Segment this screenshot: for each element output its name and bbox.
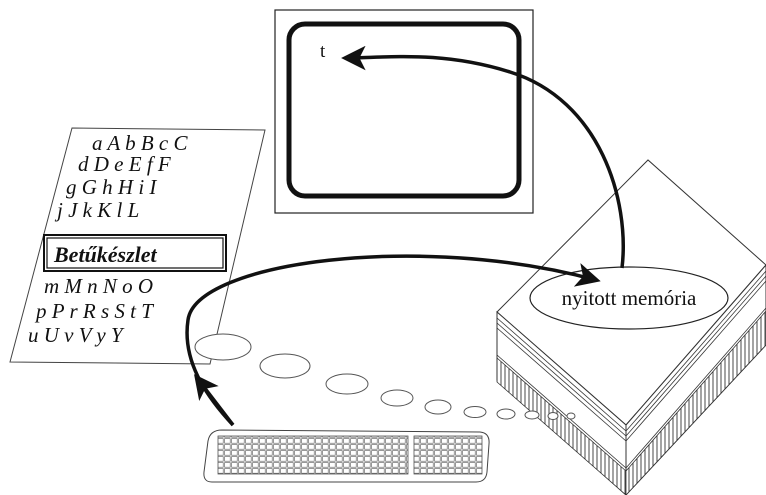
bubble: [260, 354, 310, 378]
arrow-keyboard-up: [197, 378, 233, 425]
computer-case-icon: nyitott memória: [497, 160, 766, 495]
charset-title-box: Betűkészlet: [44, 235, 226, 271]
charset-row-7: u U v V y Y: [28, 323, 125, 347]
bubble: [548, 413, 558, 420]
charset-row-2: d D e E f F: [78, 152, 171, 176]
memory-label: nyitott memória: [562, 286, 697, 310]
bubble: [425, 400, 451, 414]
charset-title: Betűkészlet: [53, 242, 158, 267]
charset-row-3: g G h H i I: [66, 175, 157, 199]
keyboard-icon: [204, 430, 489, 482]
charset-row-6: p P r R s S t T: [34, 299, 154, 323]
bubble: [464, 407, 486, 418]
bubble: [567, 413, 575, 419]
bubble: [326, 374, 368, 394]
charset-row-5: m M n N o O: [44, 274, 153, 298]
bubble: [381, 390, 413, 406]
bubble: [525, 411, 539, 419]
charset-sheet-icon: a A b B c C d D e E f F g G h H i I j J …: [10, 128, 265, 364]
bubble: [497, 409, 515, 419]
monitor-icon: t: [275, 10, 533, 213]
bubble: [195, 334, 251, 360]
screen-character: t: [320, 41, 326, 62]
charset-row-4: j J k K l L: [54, 198, 139, 222]
